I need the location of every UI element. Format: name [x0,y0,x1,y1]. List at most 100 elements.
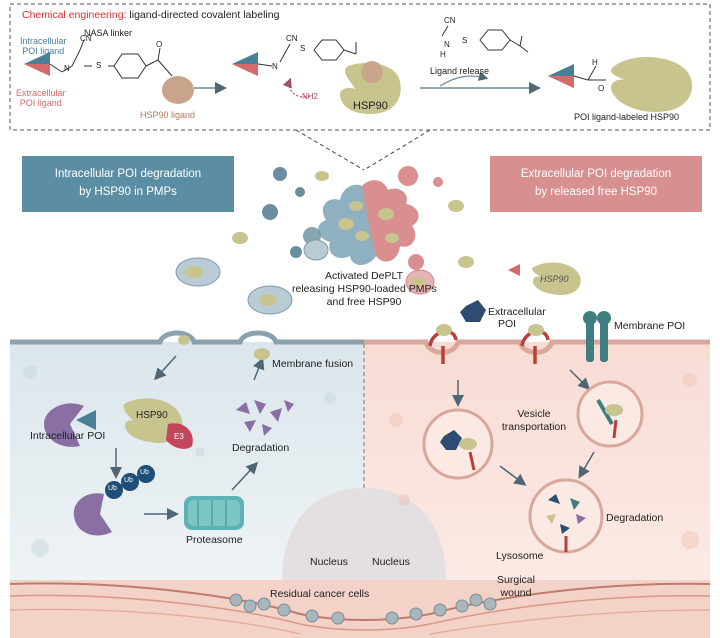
top-panel-border [9,3,711,131]
extra-ligand-line-2: POI ligand [19,98,62,109]
lysosome-label: Lysosome [496,550,544,562]
free-hsp90-ligand [508,264,520,276]
poi-ligand-triangle [76,410,96,430]
o-label-4: O [598,84,605,93]
hsp90-complex-label: HSP90 [136,410,168,421]
tissue-layer-2 [9,608,301,635]
cn-label-1: CN [80,34,92,43]
left-banner-line-2: by HSP90 in PMPs [79,186,177,198]
membrane-poi-shapes [583,311,611,362]
intracellular-poi-shape [44,403,84,447]
arrow-to-degradation-left [231,461,259,491]
cn-label-3: CN [444,16,456,25]
arrow-to-lysosome-right [578,451,595,479]
nucleus-left-label: Nucleus [310,556,348,568]
proteasome-shape [184,496,244,530]
arrow-fusion [253,357,265,381]
h-label-4: H [592,58,598,67]
intra-ligand-line-2: POI ligand [22,46,65,57]
top-panel-title: Chemical engineering: ligand-directed co… [22,9,279,21]
center-caption-line-1: Activated DePLT [324,270,403,282]
wound-edge [9,582,711,621]
ub-label-3: Ub [140,469,149,476]
surgical-wound-line-1: Surgical [497,574,535,586]
o-label-1: O [156,40,163,49]
labeled-hsp90-protein [610,56,693,112]
nasa-linker-bonds [49,39,173,79]
release-arrow [439,71,489,87]
arrow-entry [153,355,177,381]
right-membrane [364,339,710,355]
right-banner: Extracellular POI degradation by release… [490,156,702,212]
extracellular-poi-shape [460,300,486,322]
nucleophilic-attack-arrow [282,77,311,98]
cn-label-2: CN [286,34,298,43]
released-linker-bonds [441,25,529,53]
vesicle-transportation-line-1: Vesicle [517,408,551,420]
nasa-linker-label: NASA linker [84,28,133,38]
receptor-2-hsp90 [528,324,544,336]
left-banner-line-1: Intracellular POI degradation [54,168,202,181]
membrane-fusion-label: Membrane fusion [272,358,354,370]
intra-ligand-line-1: Intracellular [20,36,67,46]
fusing-hsp90 [254,348,270,360]
nucleus [282,488,446,580]
center-caption-line-3: and free HSP90 [326,296,402,309]
connector-right [363,129,431,171]
amide-bond [573,65,606,81]
arrow-to-lysosome-left [499,465,527,486]
extra-ligand-line-1: Extracellular [16,88,66,98]
tissue-layer-3 [429,609,711,635]
n-label-3: N [444,40,450,49]
linker-bonds-2 [257,39,357,67]
residual-cancer-cells-label: Residual cancer cells [270,588,370,600]
labeled-hsp90-label: POI ligand-labeled HSP90 [574,112,680,122]
residual-cancer-cells [229,593,497,625]
h-label-3: H [440,50,446,59]
s-label-3: S [462,36,468,45]
connector-left [295,129,365,171]
vesicle-left [422,408,494,480]
ligand-release-label: Ligand release [430,66,490,76]
vesicle-transportation-line-2: transportation [501,420,567,433]
membrane-poi-label: Membrane POI [614,320,686,332]
activated-deplt [318,180,419,265]
right-banner-line-2: by released free HSP90 [534,186,658,198]
hsp90-ligand-label: HSP90 ligand [140,110,196,120]
vesicle-transportation-label: Vesicle transportation [494,408,574,433]
labeled-ligand-triangle-red [548,76,574,88]
s-label-2: S [300,44,306,53]
receptor-1-hsp90 [436,324,452,336]
entering-hsp90 [178,335,190,345]
left-banner-bg [22,156,234,212]
intracellular-poi-label: Intracellular POI [30,430,106,442]
hsp90-protein-2 [340,62,401,114]
ubiquitin-chain [105,465,155,499]
hsp90-ligand-bound [361,61,383,83]
title-rest: ligand-directed covalent labeling [126,9,280,21]
degradation-right-label: Degradation [606,512,664,524]
extracellular-poi-line-2: POI [498,318,517,331]
nh2-label: NH2 [302,92,319,101]
proteasome-label: Proteasome [186,534,243,546]
surgical-wound-line-2: wound [500,586,532,599]
degradation-left-label: Degradation [232,442,290,454]
left-banner: Intracellular POI degradation by HSP90 i… [22,156,234,212]
degraded-fragments-left [236,400,294,436]
ub-label-1: Ub [108,485,117,492]
free-hsp90-label: HSP90 [540,274,569,284]
right-banner-line-1: Extracellular POI degradation [520,168,672,181]
free-hsp90 [532,262,581,296]
arrow-to-vesicle-right [569,369,591,391]
n-label-1: N [64,64,70,73]
right-banner-bg [490,156,702,212]
ub-label-2: Ub [124,477,133,484]
surgical-wound-label: Surgical wound [486,574,546,599]
vesicle-right [576,380,644,448]
n-label-2: N [272,62,278,71]
background-dots [23,365,699,557]
